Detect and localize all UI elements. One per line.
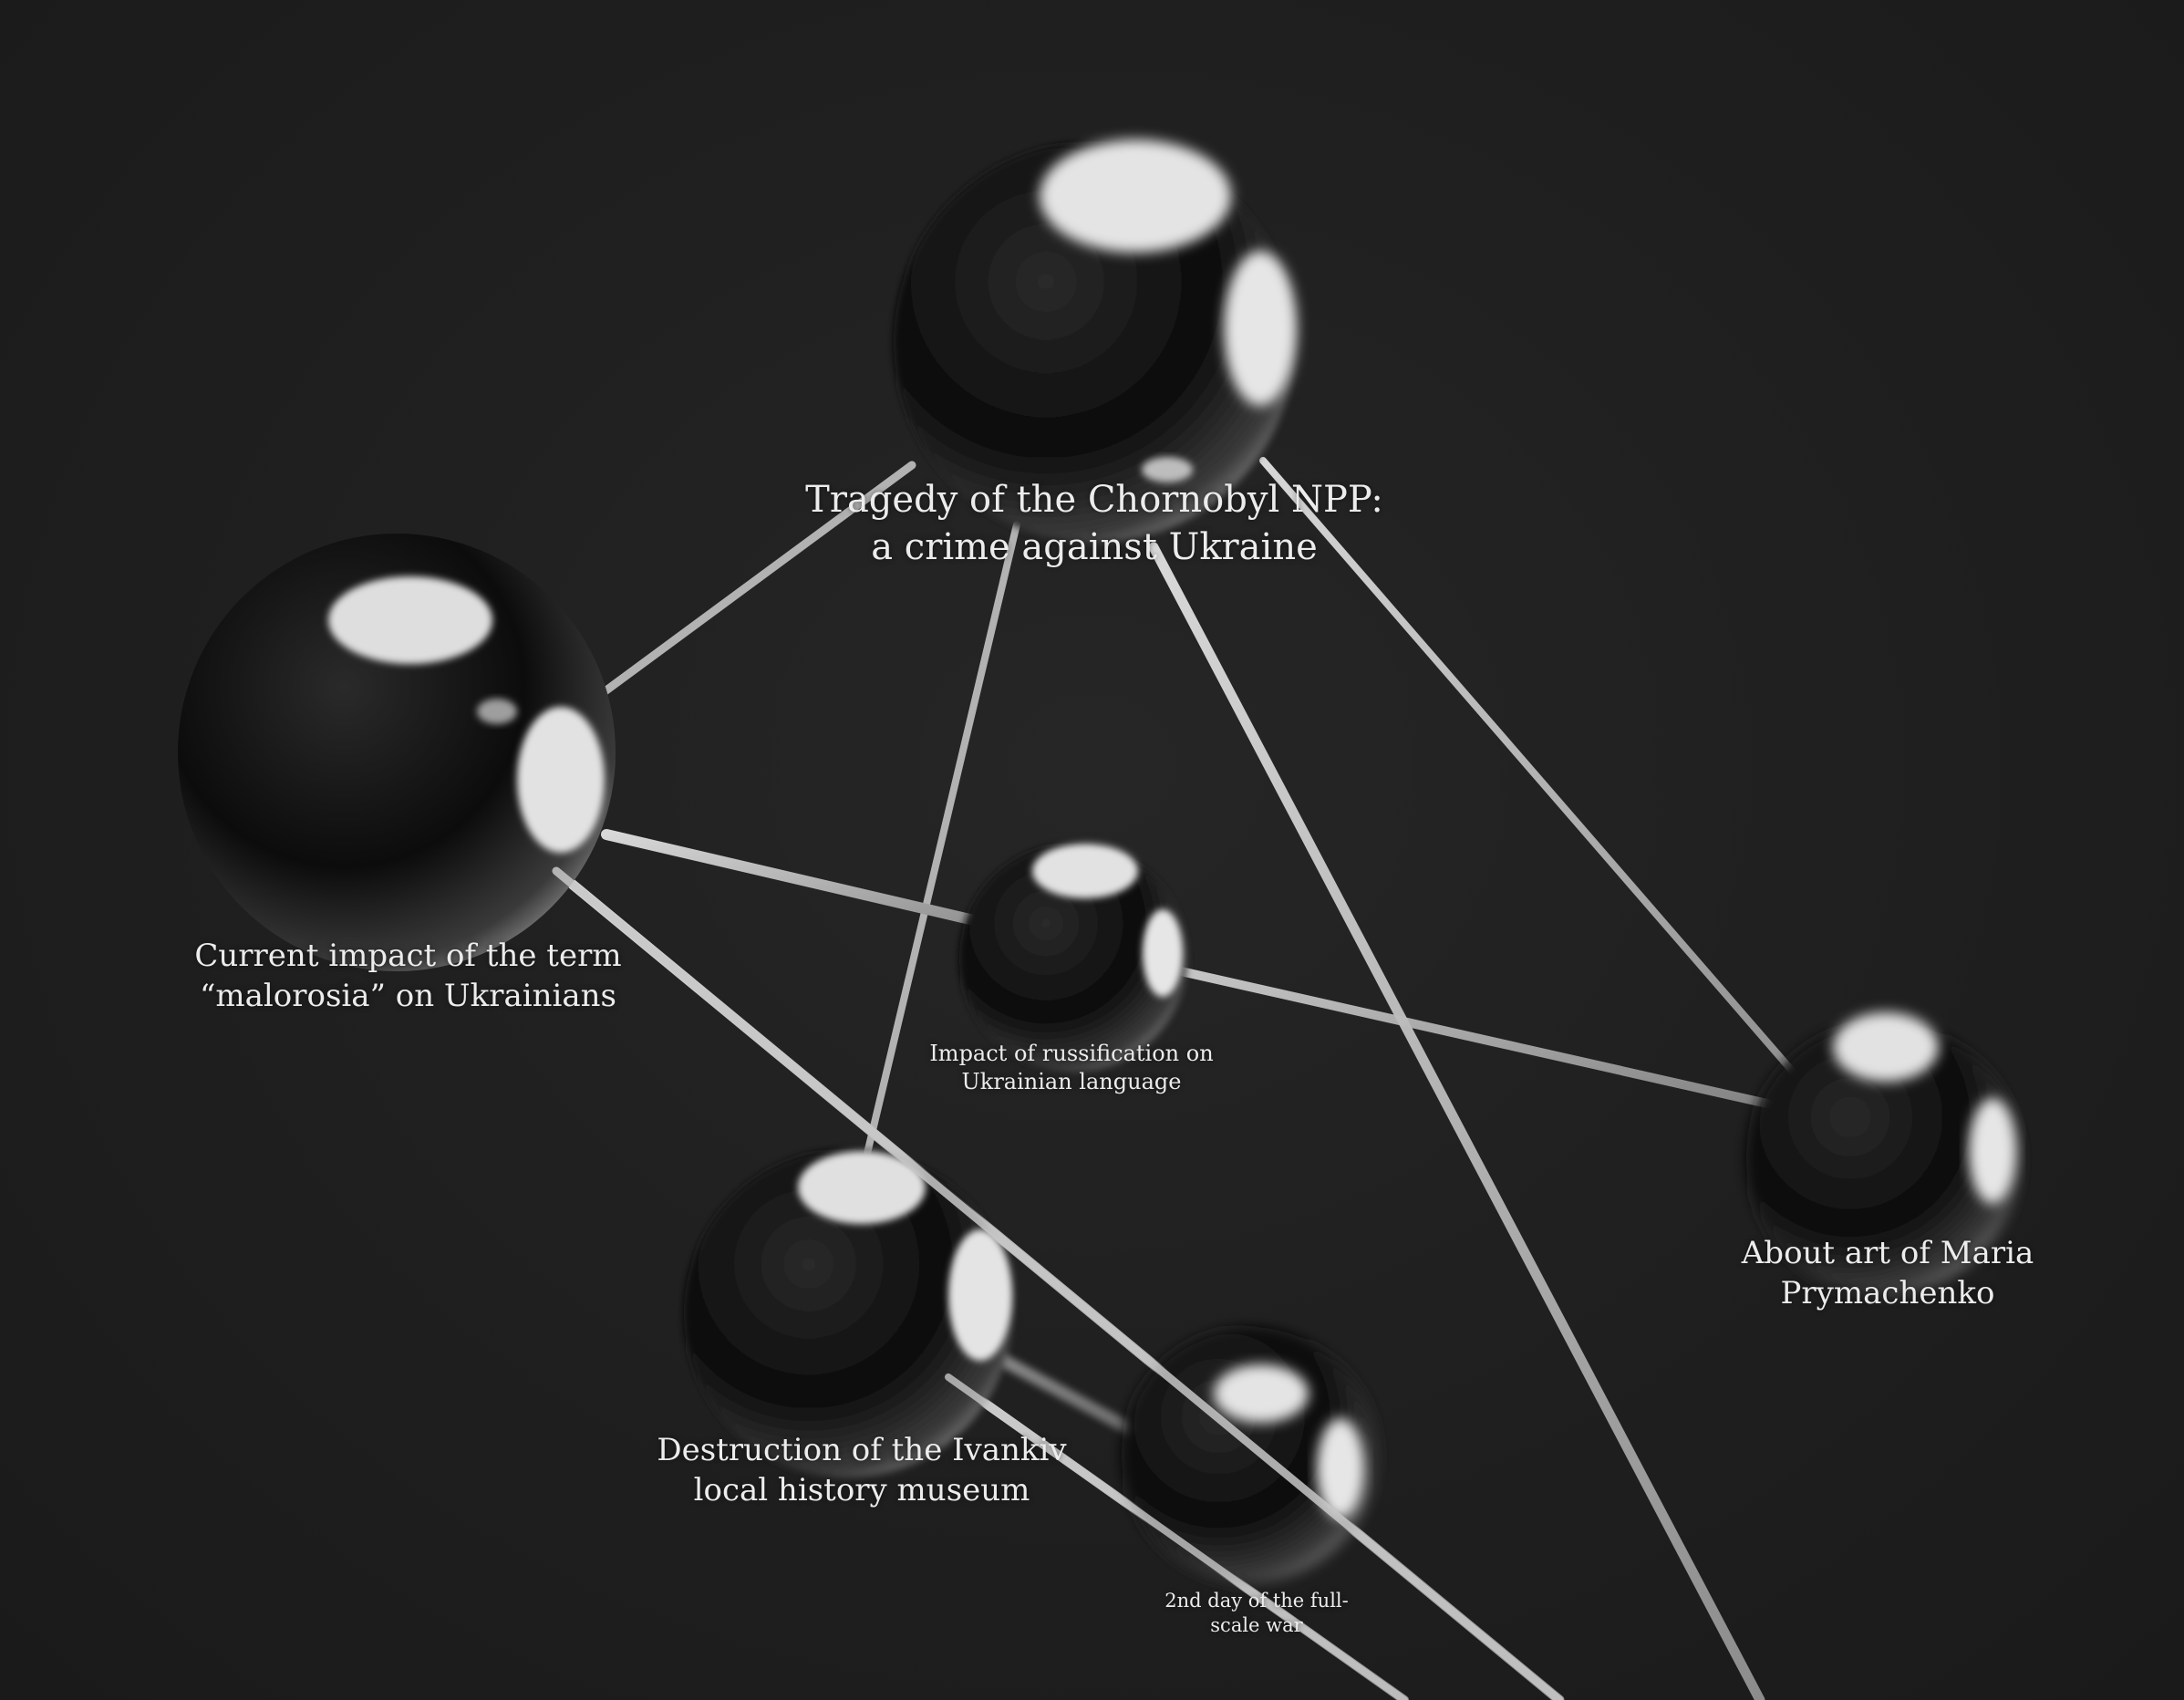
rod-chornobyl-ivankiv [858,521,1020,1180]
node-label-line: “malorosia” on Ukrainians [200,978,616,1015]
node-label-line: Prymachenko [1780,1275,1995,1312]
node-label-ivankiv[interactable]: Destruction of the Ivankiv local history… [611,1430,1113,1510]
node-label-line: Destruction of the Ivankiv [657,1432,1067,1468]
node-label-russification[interactable]: Impact of russification on Ukrainian lan… [912,1040,1231,1096]
rod-chornobyl-bottom [1148,542,1765,1700]
node-label-line: Tragedy of the Chornobyl NPP: [805,479,1383,521]
rod-chornobyl-malorosia [561,461,916,725]
node-label-line: a crime against Ukraine [871,526,1318,568]
rod-chornobyl-prymachenko [1259,457,1832,1116]
node-label-line: Ukrainian language [961,1069,1182,1095]
node-label-prymachenko[interactable]: About art of Maria Prymachenko [1714,1233,2061,1313]
sphere-prymachenko [1746,1012,2020,1295]
sphere-russification [959,844,1187,1072]
sphere-ivankiv [684,1149,1012,1477]
node-label-line: Impact of russification on [929,1041,1214,1066]
node-label-line: scale war [1210,1614,1303,1637]
node-label-line: local history museum [693,1472,1030,1509]
node-label-line: 2nd day of the full- [1164,1590,1349,1612]
node-label-second-day[interactable]: 2nd day of the full- scale war [1120,1589,1393,1639]
sphere-chornobyl [894,140,1297,543]
rod-russification-prymachenko [1176,967,1792,1113]
node-label-malorosia[interactable]: Current impact of the term “malorosia” o… [155,936,661,1016]
foreground-rods [552,866,1564,1700]
sphere-malorosia [178,534,616,971]
rod-malorosia-russification [601,829,1022,936]
node-label-chornobyl[interactable]: Tragedy of the Chornobyl NPP: a crime ag… [802,476,1386,571]
node-label-line: Current impact of the term [194,938,622,974]
node-label-line: About art of Maria [1741,1235,2034,1271]
